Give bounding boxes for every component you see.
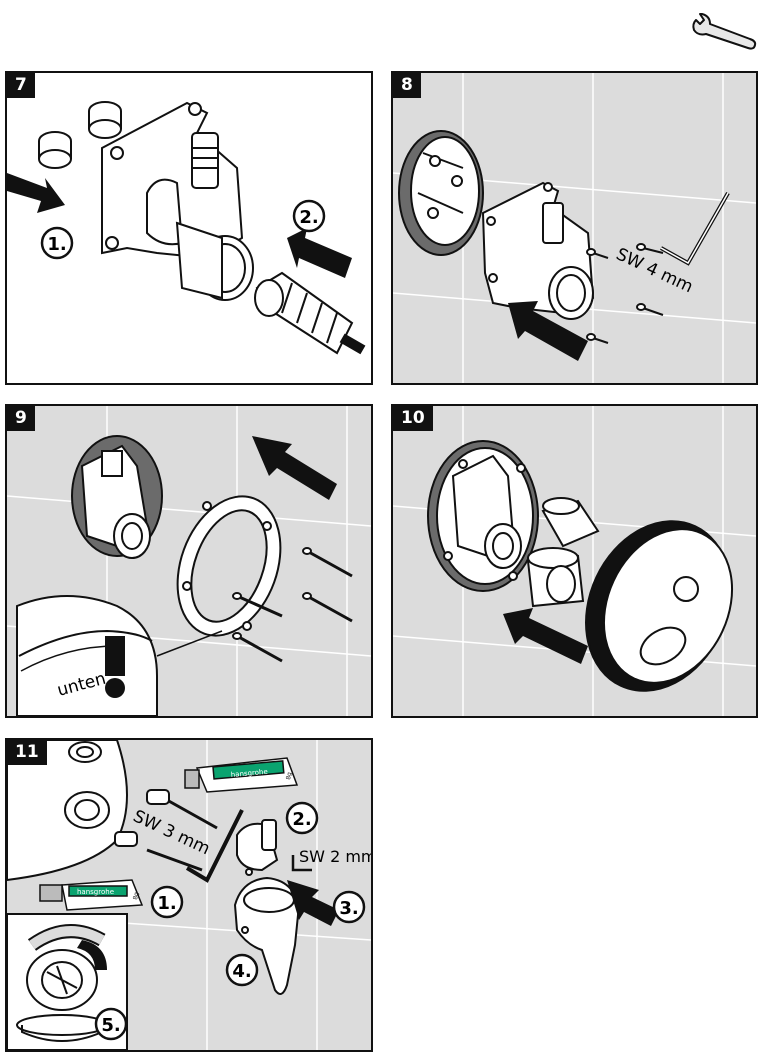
callout-1: 1.	[150, 885, 184, 919]
screws	[586, 243, 664, 344]
callout-2-label: 2.	[299, 207, 318, 228]
step-10-illustration	[393, 406, 756, 716]
valve-body	[481, 181, 595, 320]
grease-tube-top: hansgrohe 8g	[184, 757, 299, 793]
hex-key-sw3	[185, 809, 244, 883]
tube-brand-bottom: hansgrohe	[77, 888, 114, 896]
callout-2: 2.	[292, 199, 326, 233]
hex-key-sw2	[291, 855, 312, 872]
step-8-illustration: SW 4 mm	[393, 73, 756, 383]
warning-icon	[105, 636, 125, 676]
wrench-icon	[690, 10, 758, 56]
arrow-1	[7, 173, 65, 213]
arrow-3	[287, 880, 339, 926]
gasket-ring	[176, 495, 282, 637]
step-8-number: 8	[393, 73, 421, 98]
mounted-valve	[71, 435, 163, 559]
step-8-panel: 8 SW 4 mm	[391, 71, 758, 385]
seal-part	[38, 101, 122, 169]
callout-1-label: 1.	[157, 893, 176, 914]
callout-5: 5.	[94, 1007, 128, 1041]
thermostatic-cartridge	[254, 271, 366, 355]
tube-brand-top: hansgrohe	[230, 768, 268, 779]
arrow	[503, 608, 588, 664]
arrow-2	[287, 228, 352, 278]
step-11-number: 11	[7, 740, 47, 765]
extension-sleeves	[526, 497, 600, 608]
tool-label-sw3: SW 3 mm	[130, 806, 213, 859]
step-11-illustration: hansgrohe 8g hansgrohe 8g SW 3 mm	[7, 740, 371, 1050]
step-9-illustration: unten	[7, 406, 371, 716]
cover-plate	[585, 520, 734, 692]
step-7-illustration: 1. 2.	[7, 101, 366, 355]
step-10-panel: 10	[391, 404, 758, 718]
grease-tube-bottom: hansgrohe 8g	[39, 879, 144, 911]
valve-body	[101, 101, 254, 301]
callout-1: 1.	[40, 226, 74, 260]
arrow	[508, 301, 588, 361]
step-7-panel: 7	[5, 71, 373, 385]
lever-handle	[233, 876, 301, 995]
step-10-number: 10	[393, 406, 433, 431]
step-7-number: 7	[7, 73, 35, 98]
step-11-panel: 11 hansgrohe 8g hansgrohe 8g	[5, 738, 373, 1052]
tool-label: SW 4 mm	[613, 244, 696, 297]
tube-size-top: 8g	[285, 771, 293, 780]
callout-2: 2.	[285, 801, 319, 835]
tube-size-bottom: 8g	[132, 891, 140, 900]
step-9-panel: 9	[5, 404, 373, 718]
detail-magnifier: unten	[16, 595, 223, 716]
callout-3-label: 3.	[339, 898, 358, 919]
callout-4: 4.	[225, 953, 259, 987]
callout-3: 3.	[332, 890, 366, 924]
callout-2-label: 2.	[292, 809, 311, 830]
tool-label-sw2: SW 2 mm	[299, 847, 371, 866]
callout-5-label: 5.	[101, 1015, 120, 1036]
callout-1-label: 1.	[47, 234, 66, 255]
arrow	[252, 436, 337, 500]
lever-base	[236, 819, 279, 876]
step-9-number: 9	[7, 406, 35, 431]
mounting-studs	[114, 789, 218, 872]
mounted-valve	[427, 440, 539, 592]
mounting-plate	[398, 130, 484, 256]
screws	[232, 547, 353, 663]
callout-4-label: 4.	[232, 961, 251, 982]
